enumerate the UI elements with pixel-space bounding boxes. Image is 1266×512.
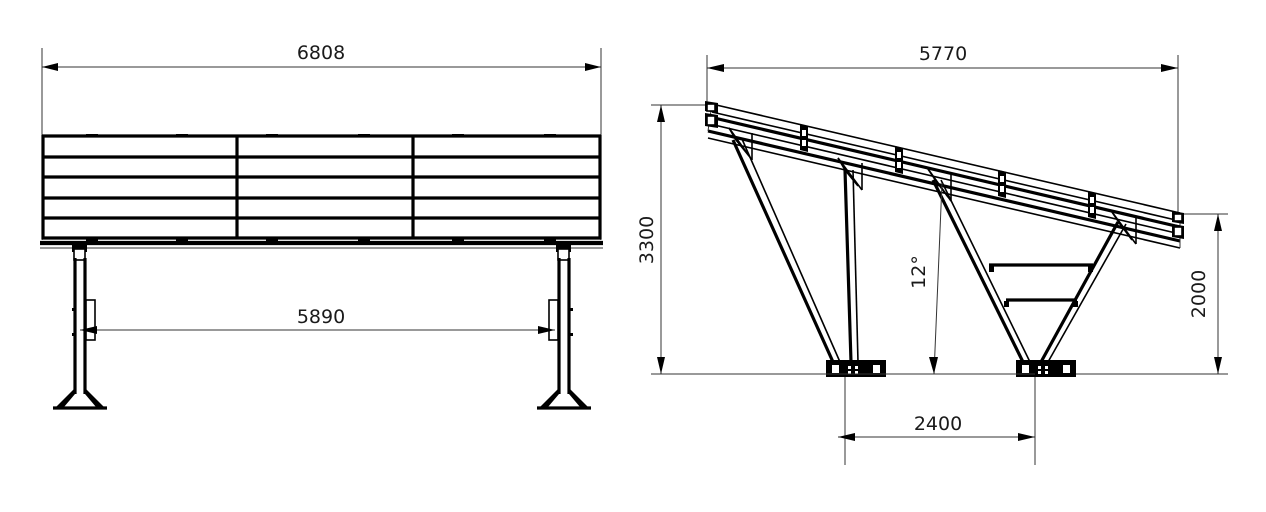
roof-beam-end-cap-right [1172, 211, 1184, 239]
angle-arrowhead [929, 357, 938, 374]
arrowhead-bottom-3300 [657, 357, 665, 374]
post-bracket-left [85, 299, 96, 341]
dimension-label-5770: 5770 [919, 43, 967, 65]
arrowhead-bottom-2000 [1214, 357, 1222, 374]
cross-brace-lower [1004, 298, 1078, 307]
post-cap-right [557, 248, 570, 261]
panel-clip-marks [86, 134, 556, 241]
post-foot-right-b [569, 388, 588, 407]
leg-frame-right [927, 168, 1137, 465]
front-post-right [537, 244, 591, 410]
roof-clamp-blocks [800, 124, 1096, 219]
angle-vertical-reference [933, 182, 943, 375]
angle-callout-12deg: 12° [712, 182, 1035, 375]
leg-right-inner-b [1047, 223, 1127, 363]
dimension-label-3300: 3300 [636, 216, 658, 264]
roof-clamp-2 [895, 146, 903, 174]
dimension-5890: 5890 [80, 306, 555, 334]
dimension-2400: 2400 [838, 413, 1035, 441]
dimension-label-2400: 2400 [914, 413, 962, 435]
arrowhead-left [42, 63, 58, 71]
dimension-3300: 3300 [636, 104, 845, 375]
dimension-label-6808: 6808 [297, 42, 345, 64]
leg-right-gusset-line-c [1111, 211, 1137, 245]
post-bracket-right [548, 299, 559, 341]
arrowhead-right-2400 [1018, 433, 1035, 441]
leg-right-outer-b [940, 179, 1031, 363]
arrowhead-left-5770 [707, 64, 724, 72]
roof-rail-top-inner [711, 111, 1181, 222]
leg-left-outer-a [731, 139, 835, 363]
leg-left-inner-b [852, 169, 859, 363]
leg-left-inner-a [843, 169, 853, 363]
leg-left-gusset-line-a [728, 127, 753, 161]
roof-beam-end-cap-left [705, 101, 718, 128]
dimension-label-2000: 2000 [1188, 270, 1210, 318]
front-post-left [53, 244, 107, 410]
leg-right-inner-a [1039, 221, 1120, 363]
dimension-5770: 5770 [706, 43, 1179, 215]
front-panel-array [40, 134, 603, 249]
post-cap-left [73, 248, 86, 261]
base-plate-left [826, 360, 886, 377]
post-foot-right-a [540, 388, 559, 407]
post-foot-left-b [85, 388, 104, 407]
leg-right-gusset-line-a [927, 168, 952, 202]
roof-clamp-4 [1088, 191, 1096, 219]
post-foot-left-a [56, 388, 75, 407]
arrowhead-right-5770 [1161, 64, 1178, 72]
roof-rail-second [709, 115, 1181, 229]
roof-clamp-3 [998, 170, 1006, 198]
dimension-2000: 2000 [1030, 213, 1228, 375]
post-top-connector-right [556, 244, 571, 252]
roof-rail-top-edge [711, 103, 1181, 214]
panel-block-bg [42, 135, 601, 239]
leg-right-outer-a [931, 179, 1025, 363]
arrowhead-left-2400 [838, 433, 855, 441]
arrowhead-right-5890 [538, 326, 555, 334]
arrowhead-top-2000 [1214, 214, 1222, 231]
leg-left-outer-b [741, 138, 841, 363]
arrowhead-top-3300 [657, 105, 665, 122]
roof-beam-assembly [705, 101, 1184, 249]
roof-clamp-1 [800, 124, 808, 152]
roof-rail-second-inner [709, 123, 1181, 235]
dimension-label-5890: 5890 [297, 306, 345, 328]
arrowhead-right [585, 63, 601, 71]
side-elevation-view: 5770 3300 2000 [636, 43, 1228, 465]
leg-left-gusset-line-c [837, 157, 863, 191]
dimension-6808: 6808 [41, 42, 602, 240]
arrowhead-left-5890 [80, 326, 97, 334]
angle-label-12deg: 12° [908, 255, 930, 289]
post-top-connector-left [72, 244, 87, 252]
base-plate-right [1016, 360, 1076, 377]
cross-brace-upper [989, 263, 1093, 272]
leg-frame-left [728, 127, 886, 465]
